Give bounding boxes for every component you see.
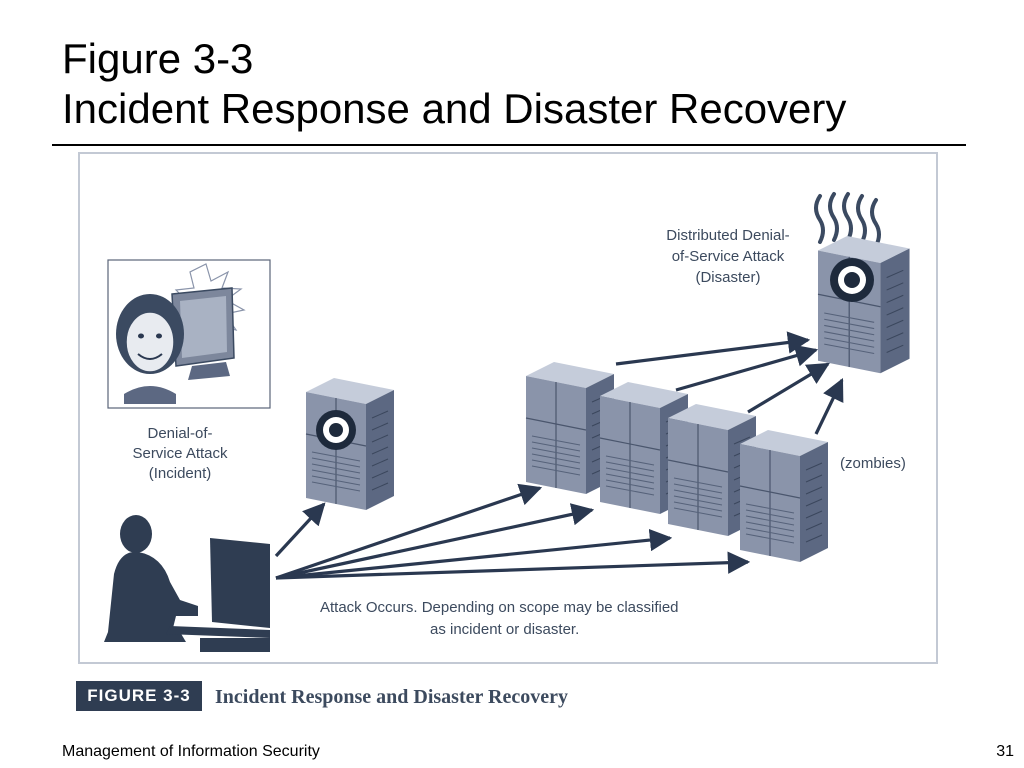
figure-caption-text: Incident Response and Disaster Recovery xyxy=(215,686,568,708)
dos-label: Denial-of- Service Attack (Incident) xyxy=(132,425,228,482)
figure-panel: Denial-of- Service Attack (Incident) Dis… xyxy=(78,152,938,664)
dos-label-line2: Service Attack xyxy=(132,445,228,462)
attacker-silhouette-icon xyxy=(104,515,270,652)
woman-at-monitor-icon xyxy=(107,259,271,409)
ddos-label-line2: of-Service Attack xyxy=(672,248,785,265)
attack-note: Attack Occurs. Depending on scope may be… xyxy=(320,599,679,638)
attack-note-line1: Attack Occurs. Depending on scope may be… xyxy=(320,599,679,616)
ddos-label-line3: (Disaster) xyxy=(695,269,760,286)
ddos-target-server-icon xyxy=(817,235,911,374)
zombies-label: (zombies) xyxy=(840,455,906,472)
diagram-canvas: Denial-of- Service Attack (Incident) Dis… xyxy=(104,192,911,652)
figure-caption-badge: FIGURE 3-3 xyxy=(76,681,202,711)
slide-title-line1: Figure 3-3 xyxy=(62,35,254,82)
dos-label-line1: Denial-of- xyxy=(147,425,212,442)
title-divider xyxy=(52,144,966,146)
attack-arrows xyxy=(274,331,844,580)
dos-label-line3: (Incident) xyxy=(149,465,212,482)
ddos-label-line1: Distributed Denial- xyxy=(666,227,789,244)
page-number: 31 xyxy=(996,743,1014,760)
ddos-label: Distributed Denial- of-Service Attack (D… xyxy=(666,227,789,286)
slide-title: Figure 3-3 Incident Response and Disaste… xyxy=(62,34,846,134)
slide-title-line2: Incident Response and Disaster Recovery xyxy=(62,85,847,132)
server-target-icon xyxy=(305,377,395,511)
attack-note-line2: as incident or disaster. xyxy=(430,621,579,638)
footer-course-title: Management of Information Security xyxy=(62,743,320,760)
smoke-icon xyxy=(814,192,881,248)
